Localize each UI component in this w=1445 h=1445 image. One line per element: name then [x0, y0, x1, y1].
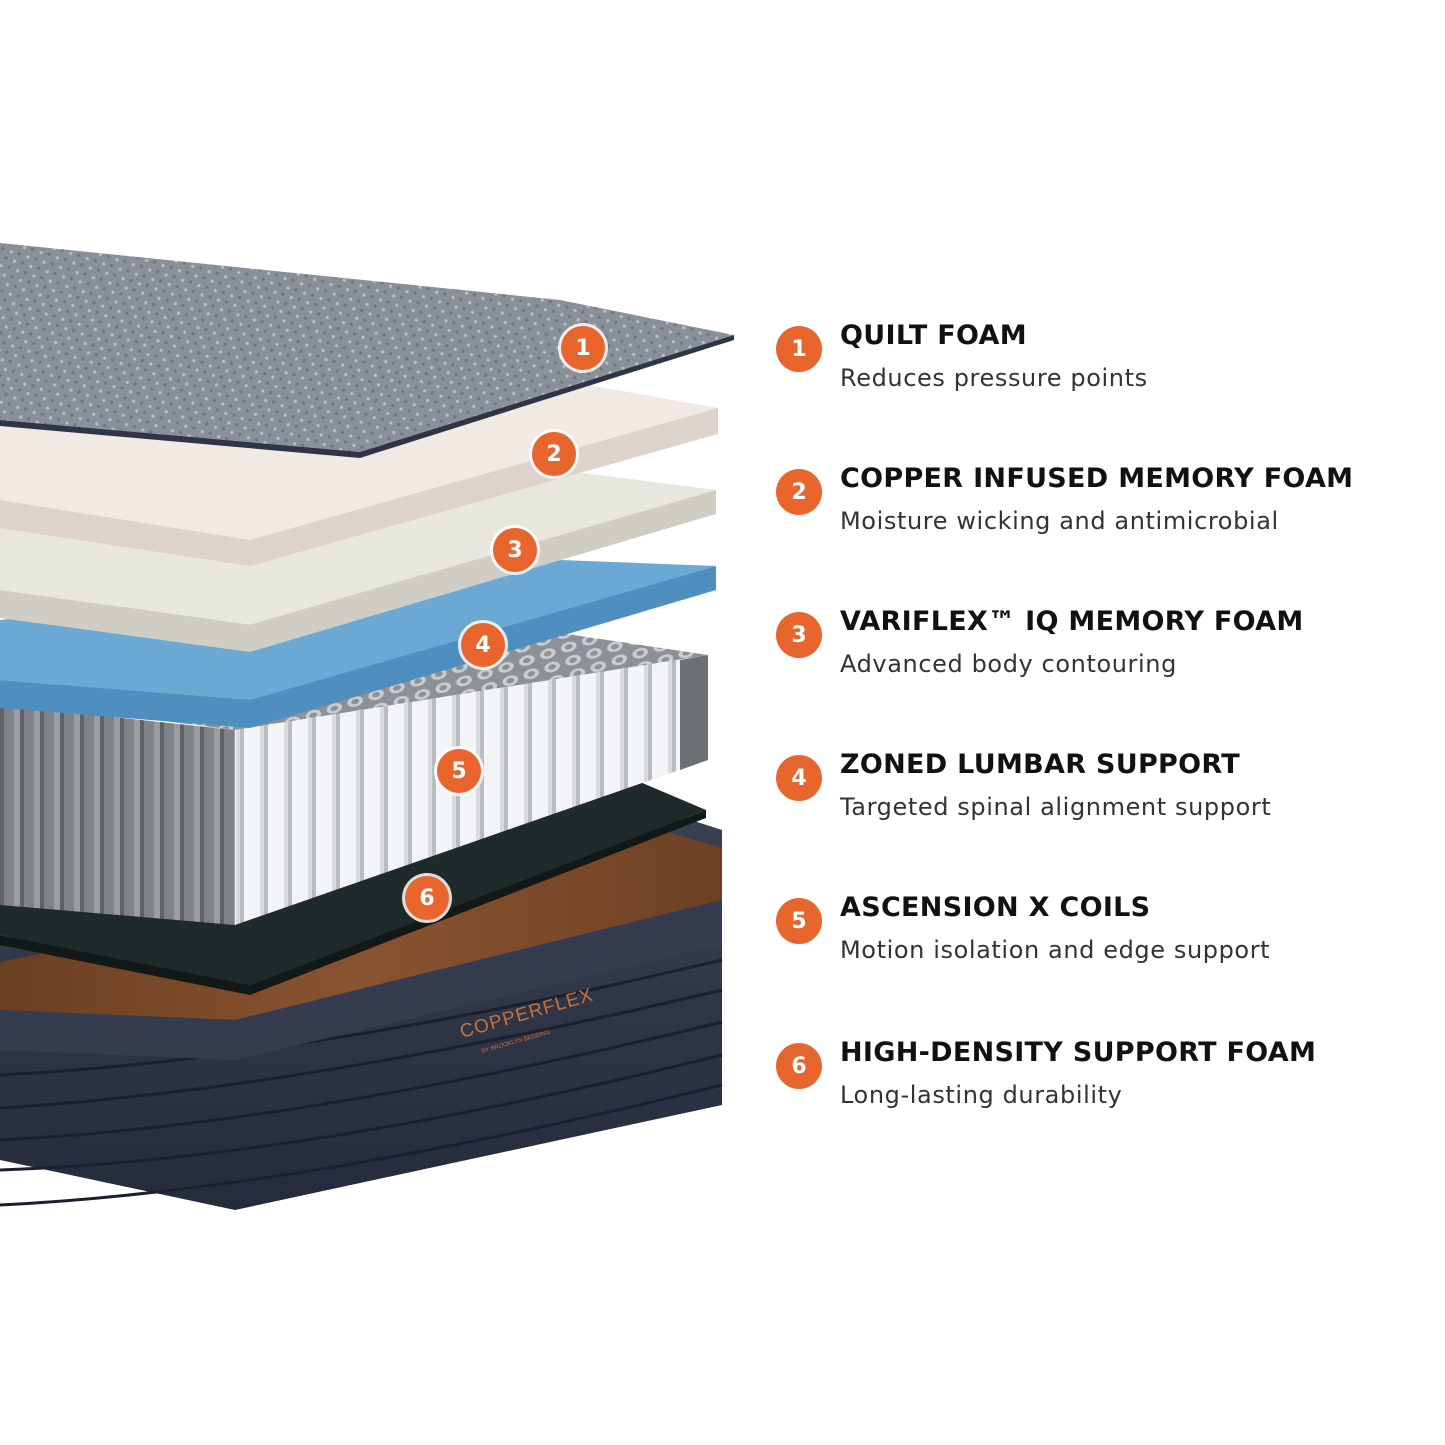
feature-variflex-memory-foam: 3 VARIFLEX™ IQ MEMORY FOAM Advanced body… — [776, 606, 1436, 732]
number-badge: 2 — [776, 469, 822, 515]
marker-5: 5 — [437, 749, 481, 793]
feature-description: Motion isolation and edge support — [840, 936, 1271, 964]
number-badge: 3 — [776, 612, 822, 658]
marker-2: 2 — [532, 432, 576, 476]
feature-title: VARIFLEX™ IQ MEMORY FOAM — [840, 606, 1304, 637]
feature-title: COPPER INFUSED MEMORY FOAM — [840, 463, 1354, 494]
marker-4: 4 — [461, 623, 505, 667]
feature-description: Advanced body contouring — [840, 650, 1177, 678]
feature-quilt-foam: 1 QUILT FOAM Reduces pressure points — [776, 320, 1436, 446]
mattress-exploded-illustration: COPPERFLEX BY BROOKLYN BEDDING — [0, 243, 734, 1210]
feature-copper-memory-foam: 2 COPPER INFUSED MEMORY FOAM Moisture wi… — [776, 463, 1436, 589]
feature-description: Reduces pressure points — [840, 364, 1148, 392]
feature-title: HIGH-DENSITY SUPPORT FOAM — [840, 1037, 1317, 1068]
layer-1-quilt-top — [0, 243, 734, 458]
feature-description: Long-lasting durability — [840, 1081, 1123, 1109]
marker-1: 1 — [561, 326, 605, 370]
feature-title: ASCENSION X COILS — [840, 892, 1151, 923]
feature-zoned-lumbar-support: 4 ZONED LUMBAR SUPPORT Targeted spinal a… — [776, 749, 1436, 875]
feature-support-foam: 6 HIGH-DENSITY SUPPORT FOAM Long-lasting… — [776, 1037, 1436, 1163]
number-badge: 1 — [776, 326, 822, 372]
feature-ascension-coils: 5 ASCENSION X COILS Motion isolation and… — [776, 892, 1436, 1018]
layer-3-grey-foam — [0, 470, 716, 652]
feature-title: ZONED LUMBAR SUPPORT — [840, 749, 1240, 780]
number-badge: 5 — [776, 898, 822, 944]
marker-6: 6 — [405, 876, 449, 920]
feature-description: Moisture wicking and antimicrobial — [840, 507, 1279, 535]
number-badge: 4 — [776, 755, 822, 801]
number-badge: 6 — [776, 1043, 822, 1089]
feature-description: Targeted spinal alignment support — [840, 793, 1272, 821]
marker-3: 3 — [493, 528, 537, 572]
feature-title: QUILT FOAM — [840, 320, 1027, 351]
layer-4-blue-foam — [0, 560, 716, 728]
